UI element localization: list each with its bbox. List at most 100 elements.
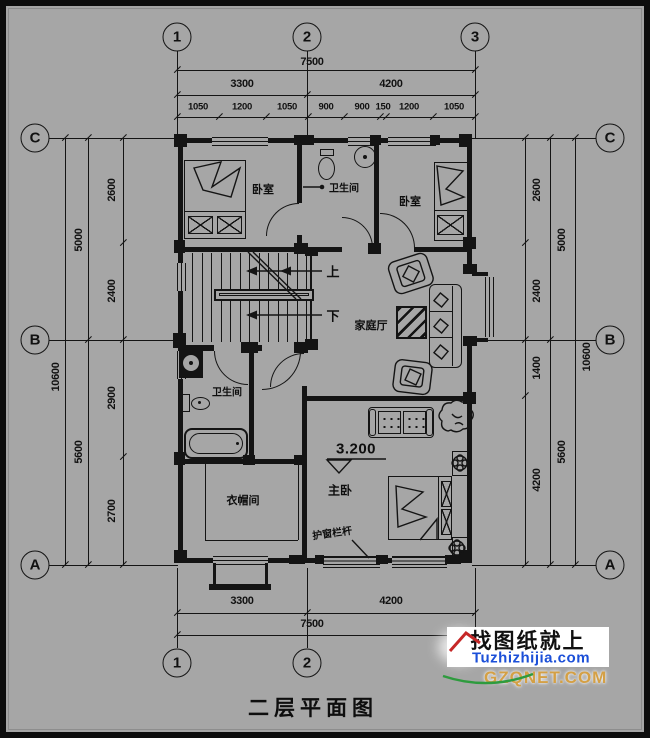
wall-segment bbox=[294, 243, 308, 254]
axis-label: C bbox=[29, 129, 41, 147]
plan-line bbox=[430, 337, 452, 339]
wall-segment bbox=[294, 455, 307, 465]
wall-segment bbox=[173, 333, 186, 348]
plan-line bbox=[123, 138, 125, 565]
room-label-bath-mid: 卫生间 bbox=[212, 387, 242, 399]
bathtub-drain bbox=[236, 442, 239, 445]
wall-segment bbox=[467, 342, 472, 396]
dresser-arm bbox=[426, 409, 433, 436]
plan-line bbox=[177, 635, 475, 637]
wall-segment bbox=[305, 247, 318, 256]
room-label-bedroom-left: 卧室 bbox=[252, 183, 274, 196]
axis-bottom-2: 2 bbox=[292, 648, 322, 678]
plan-line bbox=[472, 340, 596, 342]
pillow bbox=[441, 509, 452, 535]
wall-segment bbox=[178, 379, 183, 563]
plan-line bbox=[475, 568, 477, 648]
wall-segment bbox=[376, 138, 388, 143]
wall-segment bbox=[183, 247, 307, 252]
pillow bbox=[217, 216, 242, 234]
plan-line bbox=[430, 311, 452, 313]
watermark-url: Tuzhizhijia.com bbox=[471, 649, 591, 667]
plan-line bbox=[177, 568, 179, 648]
coffee-table bbox=[396, 306, 427, 339]
plan-line bbox=[205, 462, 298, 464]
plan-line bbox=[49, 138, 178, 140]
plan-line bbox=[525, 138, 527, 565]
watermark-ghost-text: GZQNET.COM bbox=[484, 668, 608, 687]
room-label-master: 主卧 bbox=[327, 483, 353, 498]
rail-note-label: 护窗栏杆 bbox=[311, 525, 353, 543]
sofa-three-seat bbox=[429, 284, 462, 368]
dresser-arm bbox=[369, 409, 376, 436]
dim-label: 3300 bbox=[230, 78, 254, 90]
toilet-bowl bbox=[318, 157, 335, 180]
plan-line bbox=[49, 340, 178, 342]
plan-line bbox=[205, 462, 207, 540]
wall-segment bbox=[249, 350, 254, 459]
wall-segment bbox=[297, 143, 302, 203]
wall-segment bbox=[213, 563, 216, 585]
plan-line bbox=[472, 565, 596, 567]
plan-line bbox=[65, 138, 67, 565]
wall-segment bbox=[174, 240, 185, 253]
axis-label: 1 bbox=[172, 28, 182, 46]
toilet-tank bbox=[182, 394, 190, 412]
dresser-panel bbox=[403, 411, 426, 434]
pillow bbox=[437, 215, 464, 235]
plan-line bbox=[434, 210, 468, 212]
pillow bbox=[441, 481, 452, 507]
dim-label: 7500 bbox=[300, 618, 324, 630]
plan-line bbox=[88, 138, 90, 565]
axis-label: 3 bbox=[470, 28, 480, 46]
room-label-bath-top: 卫生间 bbox=[329, 183, 359, 195]
wall-segment bbox=[307, 247, 342, 252]
axis-label: 2 bbox=[302, 654, 312, 672]
wall-segment bbox=[243, 455, 255, 465]
wall-segment bbox=[463, 264, 477, 274]
drawing-title: 二层平面图 bbox=[248, 696, 378, 720]
level-marker-value: 3.200 bbox=[335, 440, 377, 458]
plan-line bbox=[575, 138, 577, 565]
plan-line bbox=[438, 476, 440, 540]
dim-label: 150 bbox=[375, 101, 391, 113]
axis-left-b: B bbox=[20, 325, 50, 355]
wall-segment bbox=[294, 135, 314, 145]
dim-label: 1050 bbox=[277, 101, 297, 113]
wall-segment bbox=[209, 584, 271, 590]
dim-label: 1200 bbox=[399, 101, 419, 113]
axis-label: 2 bbox=[302, 28, 312, 46]
wall-segment bbox=[414, 247, 467, 252]
dresser-panel bbox=[378, 411, 401, 434]
wall-segment bbox=[297, 235, 302, 247]
dim-label: 7500 bbox=[300, 56, 324, 68]
axis-label: 1 bbox=[172, 654, 182, 672]
window bbox=[485, 277, 494, 337]
window bbox=[388, 137, 436, 146]
dim-label: 3300 bbox=[230, 595, 254, 607]
pillow bbox=[188, 216, 213, 234]
wall-segment bbox=[467, 143, 472, 243]
plan-line bbox=[192, 253, 194, 342]
wall-segment bbox=[241, 342, 258, 353]
plan-line bbox=[177, 70, 475, 72]
axis-top-2: 2 bbox=[292, 22, 322, 52]
stairs-up-label: 上 bbox=[326, 265, 340, 281]
toilet-tank bbox=[320, 149, 334, 156]
axis-right-c: C bbox=[595, 123, 625, 153]
wall-segment bbox=[294, 342, 308, 353]
plan-line bbox=[184, 211, 246, 213]
wall-segment bbox=[289, 555, 305, 564]
wall-segment bbox=[178, 138, 212, 143]
axis-label: C bbox=[604, 129, 616, 147]
window-railing bbox=[392, 556, 447, 568]
window bbox=[212, 137, 268, 146]
basin-drain bbox=[189, 361, 193, 365]
axis-right-b: B bbox=[595, 325, 625, 355]
plan-line bbox=[550, 138, 552, 565]
axis-left-c: C bbox=[20, 123, 50, 153]
plan-line bbox=[177, 117, 475, 119]
wall-segment bbox=[178, 143, 183, 263]
